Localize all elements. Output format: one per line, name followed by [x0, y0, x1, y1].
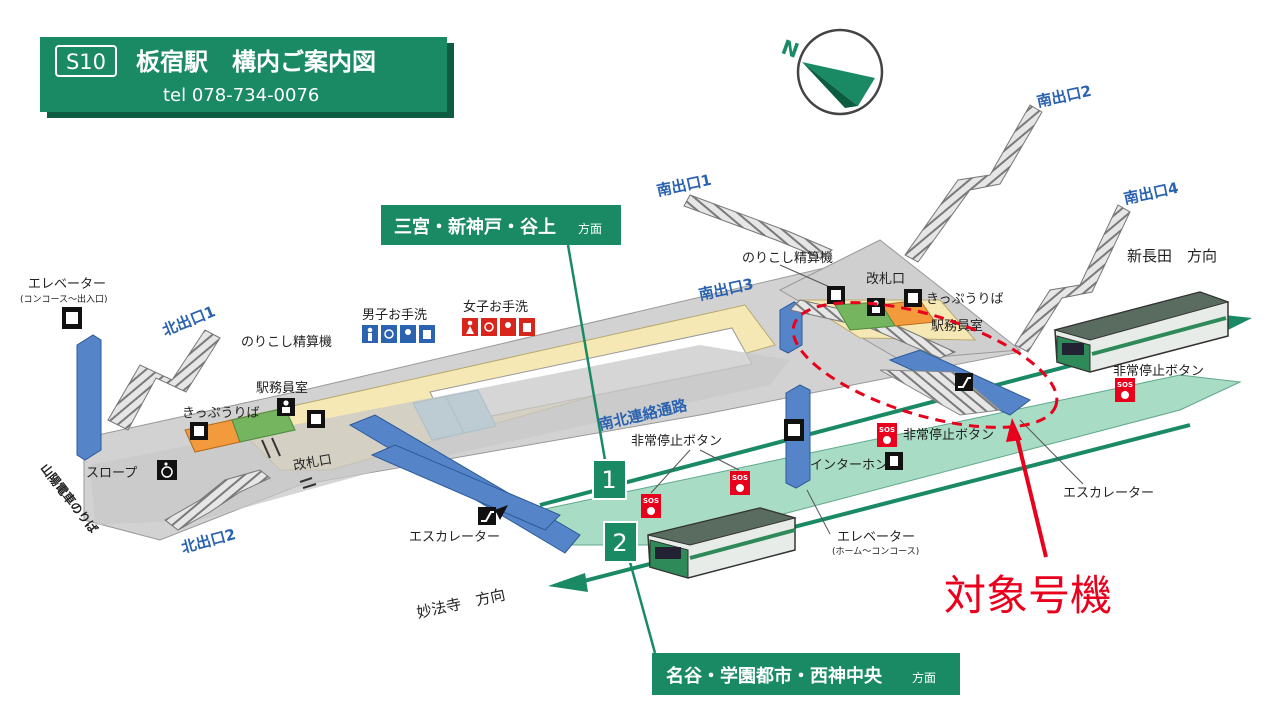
escalator-left-icon [478, 507, 496, 525]
train-right [1053, 291, 1230, 373]
destination-up-suffix: 方面 [578, 221, 602, 236]
sos-icon-1: SOS [641, 494, 661, 518]
exit-north2: 北出口2 [179, 525, 237, 557]
track-2-marker: 2 [603, 521, 638, 563]
stairs-south4 [1014, 204, 1131, 353]
mens-label: 男子お手洗 [362, 308, 427, 323]
target-highlight: 対象号機 [791, 301, 1112, 620]
exit-south1: 南出口1 [655, 171, 713, 200]
emergency-far-label: 非常停止ボタン [1113, 363, 1204, 379]
ticket-gates-left [261, 437, 317, 489]
destination-down-suffix: 方面 [912, 670, 936, 685]
interphone-label: インターホン [810, 458, 888, 473]
kaisatsu-left-label: 改札口 [292, 452, 333, 474]
elevator-left-label: エレベーター [28, 277, 106, 292]
stairs-north2 [164, 469, 271, 531]
fare-adjust-right-icon [827, 286, 845, 304]
exit-south4: 南出口4 [1122, 179, 1180, 208]
track-1-marker: 1 [592, 459, 627, 500]
emergency-right-label: 非常停止ボタン [903, 427, 994, 443]
destination-down: 名谷・学園都市・西神中央 方面 [628, 561, 960, 695]
title-banner: S10 板宿駅 構内ご案内図 tel 078-734-0076 [40, 37, 454, 118]
norikoshi-right-label: のりこし精算機 [742, 251, 833, 266]
kaisatsu-right-label: 改札口 [866, 272, 905, 287]
womens-label: 女子お手洗 [463, 299, 528, 315]
destination-up: 三宮・新神戸・谷上 方面 [381, 205, 621, 461]
sos-icon-3: SOS [877, 423, 897, 447]
elevator-center-sublabel: (ホーム～コンコース) [832, 546, 919, 557]
sos-icon-2: SOS [730, 471, 750, 495]
sos-icon-4: SOS [1115, 378, 1135, 402]
target-label: 対象号機 [944, 571, 1112, 620]
exit-south2: 南出口2 [1035, 82, 1093, 111]
norikoshi-left-label: のりこし精算機 [241, 335, 332, 350]
fare-adjust-left-icon [307, 410, 325, 428]
ticket-machine-left-icon [190, 422, 208, 440]
svg-text:SOS: SOS [1117, 381, 1133, 389]
direction-west: 妙法寺 方向 [415, 586, 507, 622]
staff-right-icon [867, 298, 885, 316]
mens-toilet-icons [362, 325, 435, 343]
elevator-left [62, 307, 102, 461]
slope-label: スロープ [86, 466, 137, 481]
escalator-right-label: エスカレーター [1063, 486, 1154, 501]
station-tel: tel 078-734-0076 [163, 85, 319, 106]
svg-text:2: 2 [612, 529, 627, 557]
stairs-south2 [904, 104, 1043, 263]
train-left [647, 507, 797, 579]
station-title: 板宿駅 構内ご案内図 [136, 48, 376, 76]
compass-icon: N [778, 28, 884, 116]
elevator-center [784, 384, 811, 489]
womens-toilet-icons [462, 318, 535, 336]
stairs-south1 [683, 194, 834, 259]
ticket-machine-right-icon [904, 289, 922, 307]
station-code: S10 [66, 50, 106, 74]
emergency-left-label: 非常停止ボタン [631, 433, 722, 449]
direction-east: 新長田 方向 [1127, 247, 1217, 265]
interphone-icon [885, 452, 903, 470]
escalator-right-icon [955, 373, 973, 391]
destination-down-label: 名谷・学園都市・西神中央 [666, 665, 883, 687]
svg-text:SOS: SOS [732, 474, 748, 482]
svg-text:SOS: SOS [879, 426, 895, 434]
ekimuin-left-label: 駅務員室 [256, 380, 308, 396]
kippu-right-label: きっぷうりば [926, 292, 1003, 307]
wheelchair-icon [157, 460, 177, 480]
elevator-center-label: エレベーター [837, 530, 915, 545]
destination-up-label: 三宮・新神戸・谷上 [394, 216, 556, 238]
svg-text:SOS: SOS [643, 497, 659, 505]
escalator-left-label: エスカレーター [409, 530, 500, 545]
svg-text:1: 1 [601, 466, 616, 494]
leader-lines [650, 264, 1084, 535]
compass-letter: N [778, 35, 802, 63]
ekimuin-right-label: 駅務員室 [931, 318, 983, 334]
elevator-left-sublabel: (コンコース～出入口) [20, 293, 108, 305]
staff-left-icon [277, 398, 295, 416]
kippu-left-label: きっぷうりば [182, 406, 259, 421]
stairs-north1 [107, 329, 221, 431]
